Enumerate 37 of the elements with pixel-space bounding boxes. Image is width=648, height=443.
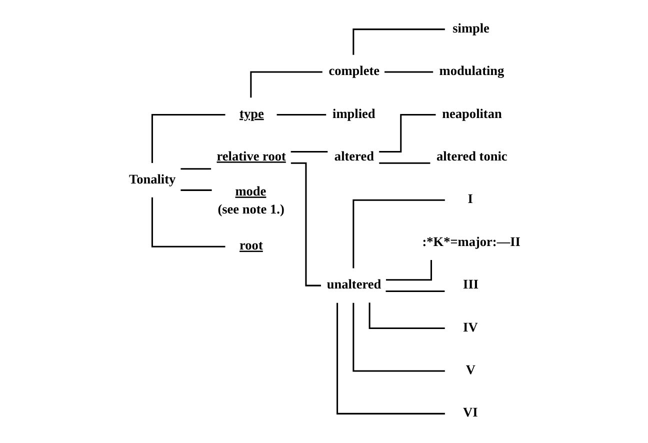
node-text: altered tonic bbox=[436, 148, 508, 164]
node-text: IV bbox=[463, 319, 478, 334]
connector bbox=[379, 114, 436, 152]
node-text: simple bbox=[452, 20, 490, 36]
node-text: modulating bbox=[439, 63, 504, 78]
node-text: I bbox=[468, 191, 473, 206]
connector bbox=[180, 168, 212, 170]
node-text: root bbox=[240, 238, 263, 253]
connector bbox=[352, 28, 445, 55]
connector bbox=[180, 189, 212, 191]
connector bbox=[384, 71, 434, 73]
connector bbox=[290, 150, 328, 152]
node-text: altered bbox=[334, 148, 374, 164]
connector bbox=[368, 302, 445, 330]
connector bbox=[336, 302, 445, 414]
node-text: :*K*=major:—II bbox=[422, 234, 520, 249]
connector bbox=[276, 114, 326, 116]
node-text: complete bbox=[328, 63, 380, 78]
connector bbox=[379, 162, 430, 164]
connector bbox=[151, 114, 226, 163]
node-text: implied bbox=[332, 106, 376, 121]
node-label: (see note 1.) bbox=[218, 202, 284, 217]
connector bbox=[386, 290, 445, 292]
node-text: III bbox=[463, 276, 479, 292]
node-text: unaltered bbox=[326, 276, 382, 292]
connector bbox=[352, 199, 445, 268]
connector bbox=[386, 260, 432, 281]
node-text: mode bbox=[235, 184, 266, 199]
node-text: VI bbox=[463, 404, 478, 420]
node-text: Tonality bbox=[128, 171, 176, 186]
node-text: V bbox=[466, 362, 476, 378]
node-text: neapolitan bbox=[442, 106, 502, 121]
connector bbox=[352, 302, 445, 372]
node-text: relative root bbox=[216, 148, 286, 164]
connector bbox=[151, 197, 226, 248]
connector bbox=[250, 71, 322, 98]
node-text: type bbox=[240, 106, 264, 121]
